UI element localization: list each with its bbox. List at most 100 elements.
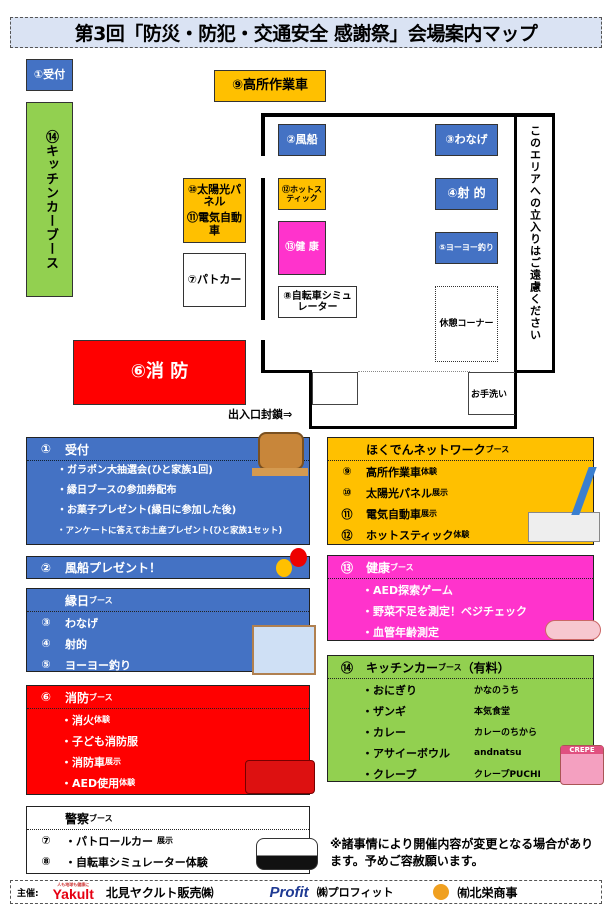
blood-vessel-icon xyxy=(545,620,601,640)
wall xyxy=(309,426,517,429)
map-patrol-car: ⑦パトカー xyxy=(183,253,246,307)
item-tag: 展示 xyxy=(157,836,173,845)
panel-balloon: ② 風船プレゼント！ xyxy=(26,556,310,579)
map-aerial-vehicle: ⑨高所作業車 xyxy=(214,70,326,102)
shop-name: カレーのちから xyxy=(474,728,538,738)
map-restroom: お手洗い xyxy=(468,372,515,415)
item-tag: 体験 xyxy=(453,530,470,539)
list-item: わなげ xyxy=(65,616,98,630)
list-item: ・子ども消防服 xyxy=(61,734,138,748)
panel-title: キッチンカー xyxy=(366,660,439,675)
map-health: ⑬健 康 xyxy=(278,221,326,275)
wall xyxy=(261,370,312,373)
shop-name: andnatsu xyxy=(474,747,522,758)
item-number: ⑤ xyxy=(41,658,51,671)
map-reception: ①受付 xyxy=(26,59,73,91)
panel-suffix: ブース xyxy=(89,595,113,605)
wall xyxy=(514,113,517,429)
item-tag: 体験 xyxy=(119,778,136,787)
item-number: ⑦ xyxy=(41,834,51,847)
panel-title: 消防 xyxy=(65,690,90,705)
page-title: 第3回「防災・防犯・交通安全 感謝祭」会場案内マップ xyxy=(10,17,602,48)
sponsor-name: ㈲北栄商事 xyxy=(457,885,518,900)
yakult-logo-text: Yakult xyxy=(52,886,94,902)
list-item: ・お菓子プレゼント(縁日に参加した後) xyxy=(57,505,237,516)
map-rest-corner: 休憩コーナー xyxy=(435,286,498,362)
balloon-icon xyxy=(276,559,292,577)
shop-name: クレープPUCHI xyxy=(474,770,541,780)
food-item: ・ザンギ xyxy=(362,704,406,718)
food-item: ・アサイーボウル xyxy=(362,746,450,760)
list-item: ・アンケートに答えてお土産プレゼント(ひと家族1セット) xyxy=(57,526,283,536)
shop-name: かなのうち xyxy=(474,686,520,696)
panel-number: ⑭ xyxy=(340,660,353,675)
list-item: ・AED使用 xyxy=(61,776,120,790)
dotted-line xyxy=(358,371,470,372)
disclaimer-note: ※諸事情により開催内容が変更となる場合があります。予めご容赦願います。 xyxy=(330,837,594,868)
fire-truck-icon xyxy=(245,760,315,794)
sponsor-name: 北見ヤクルト販売㈱ xyxy=(105,885,214,900)
yakult-logo: 人も地球も健康に Yakult xyxy=(52,882,94,902)
list-item: ・自転車シミュレーター体験 xyxy=(65,855,208,869)
map-bike-simulator: ⑧自転車シミュレーター xyxy=(278,286,357,318)
panel-number: ⑬ xyxy=(340,560,353,575)
list-item: ・血管年齢測定 xyxy=(362,625,439,639)
yakult-tagline: 人も地球も健康に xyxy=(57,882,90,887)
wall xyxy=(261,178,265,320)
balloon-icon xyxy=(290,548,307,567)
list-item: ・縁日ブースの参加券配布 xyxy=(57,485,177,496)
list-item: 太陽光パネル xyxy=(366,486,432,500)
panel-title: 警察 xyxy=(65,811,90,826)
panel-number: ① xyxy=(40,442,52,456)
item-number: ⑨ xyxy=(342,465,352,478)
crepe-truck-icon: CREPE xyxy=(560,745,604,785)
list-item: ・消火 xyxy=(61,713,94,727)
food-item: ・カレー xyxy=(362,725,406,739)
list-item: ・ガラポン大抽選会(ひと家族1回) xyxy=(57,465,213,476)
item-tag: 体験 xyxy=(94,715,110,724)
panel-title: 縁日 xyxy=(65,593,90,608)
item-number: ⑧ xyxy=(41,855,51,868)
item-number: ⑩ xyxy=(342,486,352,499)
panel-title: 風船プレゼント！ xyxy=(65,561,162,575)
panel-title: ほくでんネットワーク xyxy=(366,442,486,457)
map-ring-toss: ③わなげ xyxy=(435,124,498,156)
sponsor-bar: 主催: 人も地球も健康に Yakult 北見ヤクルト販売㈱ Profit ㈱プロ… xyxy=(10,880,602,904)
shooting-gallery-illustration xyxy=(252,625,316,675)
wall xyxy=(514,370,555,373)
list-item: ・パトロールカー xyxy=(65,834,153,848)
hokuei-logo-icon xyxy=(433,884,450,900)
panel-suffix: ブース xyxy=(89,692,113,702)
panel-suffix: ブース xyxy=(485,444,510,454)
map-solar: ⑩太陽光パネル xyxy=(187,182,242,209)
list-item: ヨーヨー釣り xyxy=(65,658,131,672)
list-item: ・消防車 xyxy=(61,755,105,769)
item-number: ④ xyxy=(41,637,51,650)
lottery-drum-icon xyxy=(258,432,304,470)
list-item: ・野菜不足を測定！ベジチェック xyxy=(362,604,527,618)
map-yoyo: ⑤ヨーヨー釣り xyxy=(435,232,498,264)
wall xyxy=(552,113,555,373)
panel-suffix: ブース xyxy=(438,662,462,672)
map-hot-stick: ⑫ホットスティック xyxy=(278,178,326,210)
map-fire: ⑥消 防 xyxy=(73,340,246,405)
profit-logo: Profit xyxy=(269,883,309,901)
sponsor-name: ㈱プロフィット xyxy=(316,886,394,899)
panel-title: 受付 xyxy=(65,442,90,457)
crepe-sign: CREPE xyxy=(561,746,603,754)
paid-label: （有料） xyxy=(461,660,510,675)
item-tag: 体験 xyxy=(421,467,437,476)
map-ev: ⑪電気自動車 xyxy=(187,211,242,237)
map-shooting: ④射 的 xyxy=(435,178,498,210)
panel-suffix: ブース xyxy=(390,562,414,572)
panel-number: ② xyxy=(40,560,52,575)
list-item: ホットスティック xyxy=(366,528,454,542)
map-solar-ev: ⑩太陽光パネル ⑪電気自動車 xyxy=(183,178,246,243)
food-item: ・クレープ xyxy=(362,767,417,781)
shop-name: 本気食堂 xyxy=(474,707,511,717)
no-entry-notice: このエリアへの立入りはご遠慮ください xyxy=(528,125,542,341)
sponsor-label: 主催: xyxy=(17,888,39,899)
lottery-table-icon xyxy=(252,468,308,476)
item-tag: 展示 xyxy=(421,509,437,518)
